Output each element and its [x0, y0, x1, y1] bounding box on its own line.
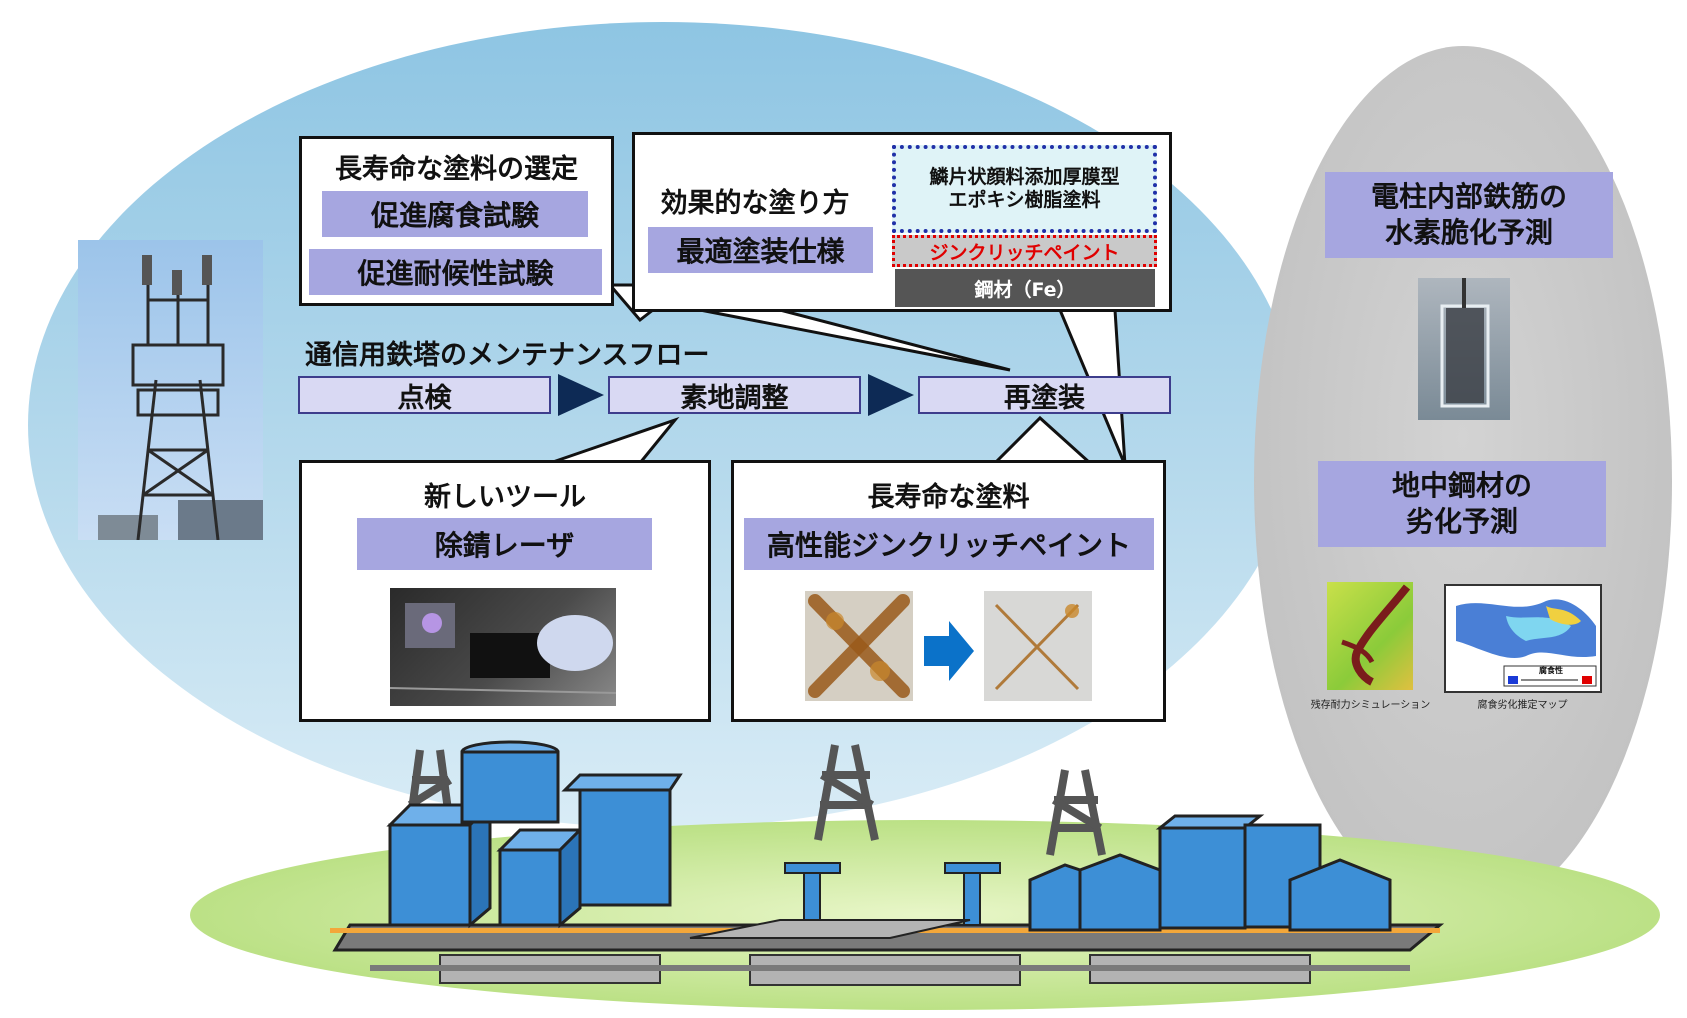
paint-selection-title: 長寿命な塗料の選定: [335, 154, 578, 185]
tower-illustration: [98, 255, 263, 540]
flow-step-surface-prep: 素地調整: [608, 376, 861, 414]
corroded-sample-photo: [805, 591, 913, 701]
infrastructure-illustration: [330, 740, 1445, 986]
buried-steel-degradation-label: 地中鋼材の 劣化予測: [1318, 461, 1606, 547]
epoxy-layer: 鱗片状顔料添加厚膜型 エポキシ樹脂塗料: [892, 145, 1157, 233]
coating-method-title: 効果的な塗り方: [660, 188, 850, 219]
paint-selection-box: 長寿命な塗料の選定 促進腐食試験 促進耐候性試験: [299, 136, 614, 306]
flow-arrow-icon: [558, 374, 604, 416]
hydrogen-test-photo: [1418, 278, 1510, 420]
high-performance-zinc-paint-label: 高性能ジンクリッチペイント: [744, 518, 1154, 570]
flow-arrow-icon: [868, 374, 914, 416]
corrosion-estimation-map-image: 腐食性: [1444, 584, 1602, 693]
corrosion-map-illustration: [1456, 599, 1597, 687]
long-life-paint-box: 長寿命な塗料 高性能ジンクリッチペイント: [731, 460, 1166, 722]
zinc-rich-layer: ジンクリッチペイント: [892, 235, 1157, 267]
residual-strength-caption: 残存耐力シミュレーション: [1310, 700, 1431, 711]
protected-sample-photo: [984, 591, 1092, 701]
coating-method-box: 効果的な塗り方 最適塗装仕様 鱗片状顔料添加厚膜型 エポキシ樹脂塗料 ジンクリッ…: [632, 132, 1172, 312]
corrosivity-legend: 腐食性: [1539, 666, 1563, 675]
telecom-tower-photo: [78, 240, 263, 540]
corrosion-map-caption: 腐食劣化推定マップ: [1477, 700, 1568, 711]
rebar-hydrogen-embrittlement-label: 電柱内部鉄筋の 水素脆化予測: [1325, 172, 1613, 258]
simulation-illustration: [1341, 584, 1411, 686]
laser-tool-photo: [390, 588, 616, 706]
accelerated-corrosion-test-label: 促進腐食試験: [322, 191, 588, 237]
maintenance-flow-title: 通信用鉄塔のメンテナンスフロー: [305, 340, 710, 371]
rust-removal-laser-label: 除錆レーザ: [357, 518, 652, 570]
flow-step-repaint: 再塗装: [918, 376, 1171, 414]
improvement-arrow-icon: [924, 621, 974, 681]
residual-strength-simulation-image: [1327, 582, 1413, 690]
protected-sample-illustration: [994, 603, 1080, 691]
long-life-paint-title: 長寿命な塗料: [867, 482, 1030, 513]
accelerated-weathering-test-label: 促進耐候性試験: [309, 249, 602, 295]
new-tool-title: 新しいツール: [424, 482, 586, 513]
laser-tool-illustration: [390, 603, 616, 694]
flow-step-inspection: 点検: [298, 376, 551, 414]
steel-base-layer: 鋼材（Fe）: [895, 269, 1155, 307]
hydrogen-test-illustration: [1440, 278, 1490, 408]
optimal-coating-spec-label: 最適塗装仕様: [648, 227, 873, 273]
corroded-sample-illustration: [808, 594, 910, 698]
new-tool-box: 新しいツール 除錆レーザ: [299, 460, 711, 722]
